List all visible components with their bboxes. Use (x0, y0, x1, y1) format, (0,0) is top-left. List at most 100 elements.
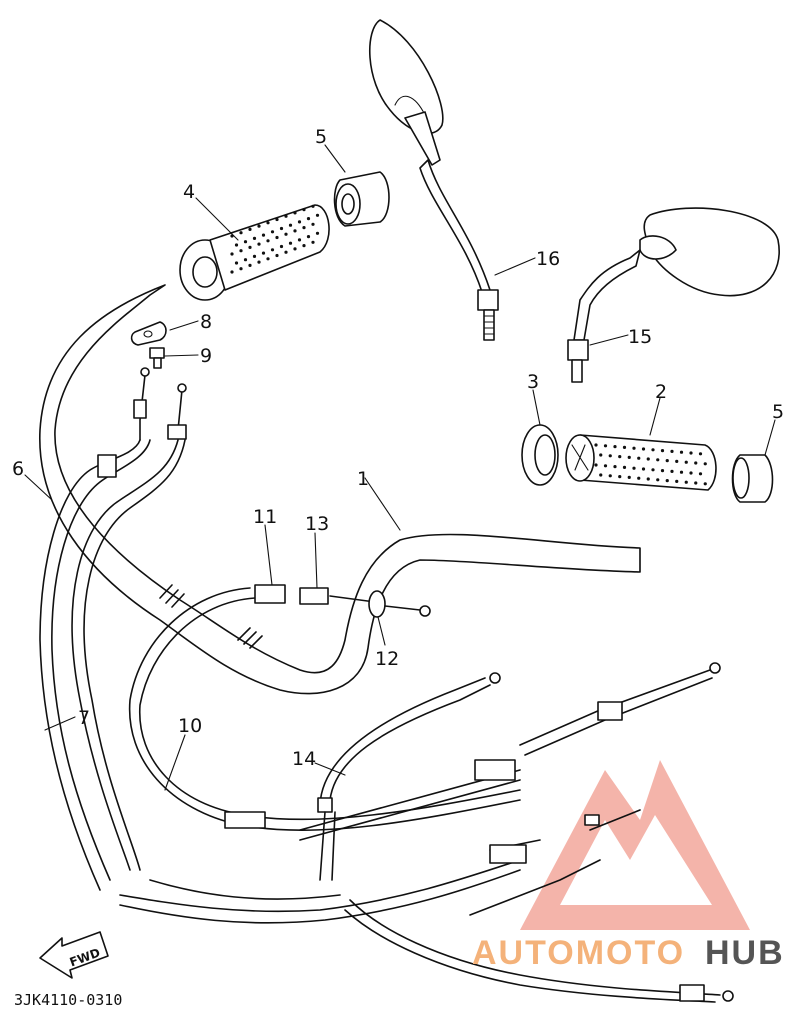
grip-perforation (689, 471, 693, 475)
grip-perforation (665, 459, 669, 463)
grip-perforation (618, 475, 622, 479)
grip-perforation (293, 229, 297, 233)
label-9: 9 (200, 345, 212, 367)
grip-perforation (297, 238, 302, 242)
grip-perforation (603, 444, 608, 448)
grip-perforation (248, 263, 252, 267)
grip-end-cap-right (731, 454, 774, 503)
grip-perforation (651, 468, 655, 472)
label-7: 7 (78, 707, 90, 729)
grip-perforation (252, 236, 257, 240)
grip-right (565, 434, 717, 491)
grip-perforation (608, 454, 612, 458)
right-mirror (567, 207, 780, 383)
throttle-cables (39, 367, 187, 891)
grip-perforation (599, 453, 603, 457)
label-5b: 5 (772, 401, 784, 423)
grip-perforation (230, 252, 234, 256)
lower-cables (119, 809, 734, 1003)
grip-perforation (311, 240, 315, 244)
grip-perforation (257, 224, 261, 228)
grip-perforation (302, 208, 306, 212)
grip-perforation (618, 455, 622, 459)
grip-perforation (302, 226, 306, 230)
grip-perforation (261, 233, 266, 237)
grip-perforation (608, 474, 612, 478)
grip-perforation (270, 248, 275, 252)
grip-collar (521, 424, 559, 486)
left-mirror (368, 19, 499, 341)
diagram-code: 3JK4110-0310 (14, 991, 122, 1009)
label-8: 8 (200, 311, 212, 333)
grip-perforation (297, 220, 302, 224)
grip-perforation (293, 211, 297, 215)
label-10: 10 (178, 715, 202, 737)
clutch-cable (128, 584, 521, 832)
grip-perforation (689, 451, 693, 455)
plate-8 (130, 321, 167, 346)
part-labels: 1 2 3 4 5 5 6 7 8 9 10 11 12 13 14 15 16 (12, 126, 784, 770)
grip-perforation (248, 227, 252, 231)
cable-14 (317, 672, 501, 881)
grip-perforation (637, 456, 641, 460)
label-6: 6 (12, 458, 24, 480)
grip-perforation (252, 254, 257, 258)
label-13: 13 (305, 513, 329, 535)
grip-perforation (279, 244, 284, 249)
grip-perforation (248, 245, 252, 249)
grip-perforation (665, 479, 669, 483)
leader-lines (24, 144, 776, 791)
label-16: 16 (536, 248, 560, 270)
grip-perforation (660, 449, 665, 453)
grip-perforation (288, 223, 293, 227)
throttle-grip-left (179, 204, 330, 301)
brake-cable (299, 662, 721, 841)
grip-perforation (632, 466, 636, 470)
grip-perforation (637, 476, 641, 480)
grip-perforation (284, 250, 288, 254)
label-3: 3 (527, 371, 539, 393)
grip-perforation (599, 473, 603, 477)
grip-perforation (641, 447, 646, 451)
grip-perforation (293, 247, 297, 251)
grip-perforation (613, 465, 617, 469)
grip-perforation (627, 475, 631, 479)
grip-perforation (651, 448, 655, 452)
watermark-word-hub: HUB (705, 934, 785, 972)
grip-perforation (288, 241, 293, 245)
grip-perforation (594, 443, 598, 447)
label-11: 11 (253, 506, 277, 528)
grip-perforation (257, 260, 261, 264)
grip-perforation (266, 257, 270, 261)
grip-perforation (275, 235, 279, 240)
grip-perforation (646, 457, 650, 461)
label-12: 12 (375, 648, 399, 670)
label-1: 1 (357, 468, 369, 490)
grip-perforation (243, 240, 248, 244)
label-2: 2 (655, 381, 667, 403)
grip-perforation (684, 480, 688, 484)
grip-perforation (275, 217, 279, 222)
grip-perforation (627, 455, 631, 459)
watermark-logo (520, 760, 750, 930)
grip-perforation (239, 267, 243, 271)
grip-perforation (279, 226, 284, 231)
grip-perforation (703, 482, 707, 486)
grip-perforation (656, 458, 660, 462)
grip-perforation (275, 253, 279, 258)
label-14: 14 (292, 748, 316, 770)
grip-perforation (703, 462, 707, 466)
watermark-word-automoto: AUTOMOTO (472, 934, 685, 972)
grip-perforation (646, 477, 650, 481)
grip-perforation (698, 472, 703, 476)
grip-perforation (670, 449, 674, 453)
grip-perforation (613, 445, 617, 449)
grip-perforation (660, 469, 665, 473)
grip-perforation (670, 469, 674, 473)
grip-perforation (315, 231, 320, 235)
label-5a: 5 (315, 126, 327, 148)
screw-9 (149, 347, 165, 369)
grip-perforation (641, 467, 646, 471)
grip-perforation (315, 213, 320, 217)
grip-perforation (306, 217, 311, 221)
